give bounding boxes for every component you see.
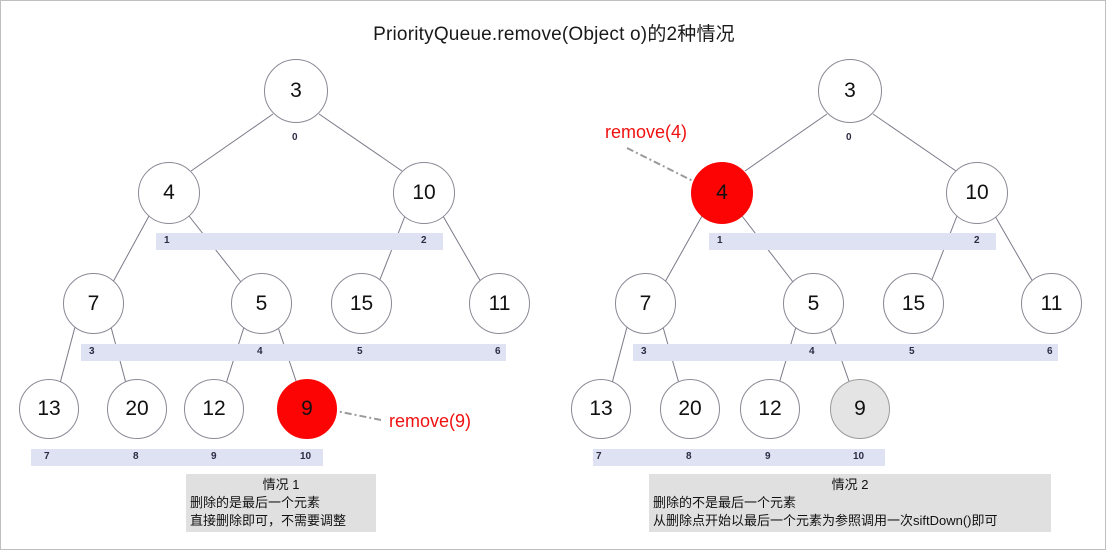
- node-value: 3: [844, 79, 856, 102]
- node-value: 4: [716, 181, 728, 204]
- index-label-left-7: 7: [44, 451, 50, 462]
- node-right-1-removed[interactable]: 4: [691, 162, 753, 224]
- node-value: 13: [37, 397, 61, 420]
- node-right-7[interactable]: 13: [571, 379, 631, 439]
- index-label-right-10: 10: [853, 451, 865, 462]
- index-label-right-7: 7: [596, 451, 602, 462]
- node-right-5[interactable]: 15: [883, 273, 944, 334]
- node-left-9[interactable]: 12: [184, 379, 244, 439]
- node-left-5[interactable]: 15: [331, 273, 392, 334]
- node-left-0[interactable]: 3: [264, 59, 328, 123]
- index-label-right-1: 1: [717, 235, 723, 246]
- node-right-0[interactable]: 3: [818, 59, 882, 123]
- index-bar-level3-right: [633, 344, 1058, 361]
- node-value: 4: [163, 181, 175, 204]
- index-label-left-0: 0: [292, 132, 298, 143]
- index-label-left-4: 4: [257, 346, 263, 357]
- caption-case-1: 情况 1 删除的是最后一个元素 直接删除即可，不需要调整: [186, 474, 376, 532]
- node-right-2[interactable]: 10: [946, 162, 1008, 224]
- node-value: 5: [255, 291, 268, 315]
- node-value: 11: [1040, 291, 1063, 315]
- node-left-7[interactable]: 13: [19, 379, 79, 439]
- node-right-6[interactable]: 11: [1021, 273, 1082, 334]
- node-value: 20: [125, 397, 149, 420]
- remove9-pointer-line: [330, 409, 382, 421]
- node-value: 12: [202, 397, 226, 420]
- index-bar-level4-left: [31, 449, 323, 466]
- node-left-8[interactable]: 20: [107, 379, 167, 439]
- index-label-right-8: 8: [686, 451, 692, 462]
- index-label-left-10: 10: [300, 451, 312, 462]
- index-label-right-4: 4: [809, 346, 815, 357]
- node-value: 9: [301, 397, 313, 420]
- index-label-right-3: 3: [641, 346, 647, 357]
- node-value: 3: [290, 79, 302, 102]
- node-value: 11: [488, 291, 511, 315]
- caption-title: 情况 2: [831, 477, 869, 492]
- index-bar-level2-right: [709, 233, 996, 250]
- index-label-left-2: 2: [421, 235, 427, 246]
- index-label-left-8: 8: [133, 451, 139, 462]
- node-value: 12: [758, 397, 782, 420]
- caption-line-1: 删除的不是最后一个元素: [653, 495, 797, 510]
- caption-case-2: 情况 2 删除的不是最后一个元素 从删除点开始以最后一个元素为参照调用一次sif…: [649, 474, 1051, 532]
- index-label-right-2: 2: [974, 235, 980, 246]
- node-right-8[interactable]: 20: [660, 379, 720, 439]
- node-right-3[interactable]: 7: [615, 273, 676, 334]
- node-value: 13: [589, 397, 613, 420]
- index-label-left-6: 6: [495, 346, 501, 357]
- index-label-left-9: 9: [211, 451, 217, 462]
- index-label-right-0: 0: [846, 132, 852, 143]
- node-value: 10: [412, 181, 436, 204]
- index-bar-level3-left: [81, 344, 506, 361]
- annotation-remove-4: remove(4): [605, 122, 688, 142]
- caption-line-2: 从删除点开始以最后一个元素为参照调用一次siftDown()即可: [653, 513, 998, 528]
- node-value: 15: [901, 291, 926, 315]
- node-left-3[interactable]: 7: [63, 273, 124, 334]
- index-label-left-5: 5: [357, 346, 363, 357]
- index-bar-level4-right: [593, 449, 885, 466]
- node-right-4[interactable]: 5: [783, 273, 844, 334]
- node-value: 10: [965, 181, 989, 204]
- node-value: 9: [854, 397, 866, 420]
- caption-line-2: 直接删除即可，不需要调整: [190, 513, 347, 528]
- node-left-1[interactable]: 4: [138, 162, 200, 224]
- index-label-left-3: 3: [89, 346, 95, 357]
- node-left-4[interactable]: 5: [231, 273, 292, 334]
- index-label-right-9: 9: [765, 451, 771, 462]
- node-left-2[interactable]: 10: [393, 162, 455, 224]
- node-right-9[interactable]: 12: [740, 379, 800, 439]
- index-label-right-5: 5: [909, 346, 915, 357]
- index-bar-level2-left: [156, 233, 443, 250]
- node-value: 5: [807, 291, 820, 315]
- node-value: 7: [87, 291, 100, 315]
- node-value: 7: [639, 291, 652, 315]
- node-right-10-moved[interactable]: 9: [830, 379, 890, 439]
- node-value: 15: [349, 291, 374, 315]
- node-left-6[interactable]: 11: [469, 273, 530, 334]
- node-left-10-removed[interactable]: 9: [277, 379, 337, 439]
- caption-title: 情况 1: [262, 477, 300, 492]
- index-label-left-1: 1: [164, 235, 170, 246]
- annotation-remove-9: remove(9): [389, 411, 472, 431]
- remove4-pointer-line: [626, 147, 702, 186]
- caption-line-1: 删除的是最后一个元素: [190, 495, 321, 510]
- page-title: PriorityQueue.remove(Object o)的2种情况: [373, 24, 735, 45]
- node-value: 20: [678, 397, 702, 420]
- index-label-right-6: 6: [1047, 346, 1053, 357]
